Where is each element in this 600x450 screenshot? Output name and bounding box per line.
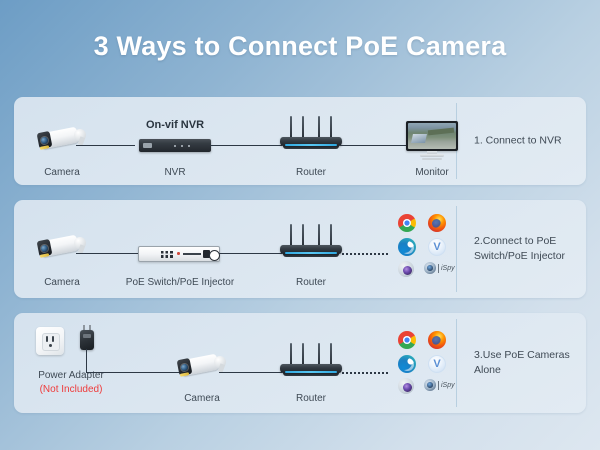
router-icon — [280, 116, 342, 150]
device-label-camera: Camera — [44, 167, 80, 178]
row-divider — [456, 319, 457, 407]
wire-poe-router — [219, 253, 282, 255]
vlc-icon[interactable]: V — [428, 355, 446, 373]
camera-viewer-icon[interactable] — [398, 378, 414, 394]
power-adapter-icon — [78, 325, 96, 351]
wire-adapter-down — [86, 349, 88, 373]
wire-camera-nvr — [76, 145, 135, 147]
firefox-icon[interactable] — [428, 214, 446, 232]
ispy-divider — [438, 380, 439, 390]
vlc-icon-letter: V — [428, 238, 446, 256]
ispy-eye-icon — [424, 379, 436, 391]
device-label-camera: Camera — [184, 393, 220, 404]
row-connect-to-poe-switch: Camera PoE Switch/PoE Injector Router V — [14, 200, 586, 298]
row-caption-1: 1. Connect to NVR — [474, 134, 562, 147]
ispy-divider — [438, 263, 439, 273]
edge-icon[interactable] — [398, 355, 416, 373]
page-title: 3 Ways to Connect PoE Camera — [93, 31, 507, 61]
chrome-icon[interactable] — [398, 331, 416, 349]
app-icons-group: V iSpy — [386, 210, 460, 280]
vlc-icon[interactable]: V — [428, 238, 446, 256]
device-label-monitor: Monitor — [415, 167, 449, 178]
camera-icon — [174, 349, 230, 383]
ispy-eye-icon — [424, 262, 436, 274]
device-label-router: Router — [295, 393, 327, 404]
wire-camera-router — [219, 372, 282, 374]
row-caption-2-line1: 2.Connect to PoE — [474, 234, 557, 247]
row-use-poe-cameras-alone: Power Adapter (Not Included) Camera Rout… — [14, 313, 586, 413]
device-label-camera: Camera — [44, 277, 80, 288]
camera-viewer-icon[interactable] — [398, 261, 414, 277]
wire-adapter-camera — [86, 372, 184, 374]
row-caption-2-line2: Switch/PoE Injector — [474, 250, 566, 262]
device-label-nvr: NVR — [164, 167, 186, 178]
row-caption-3-line1: 3.Use PoE Cameras — [474, 348, 570, 361]
row-caption-2: 2.Connect to PoE Switch/PoE Injector — [474, 234, 578, 264]
wall-outlet-icon — [36, 327, 64, 355]
device-note-not-included: (Not Included) — [39, 384, 103, 395]
wire-camera-poe — [76, 253, 138, 255]
row-connect-to-nvr: Camera On-vif NVR NVR Router Monitor 1. … — [14, 97, 586, 185]
vlc-icon-letter: V — [428, 355, 446, 373]
wire-router-apps — [342, 372, 388, 374]
monitor-icon — [406, 121, 458, 161]
firefox-icon[interactable] — [428, 331, 446, 349]
wire-router-apps — [342, 253, 388, 255]
row-caption-3-line2: Alone — [474, 364, 501, 376]
ispy-icon[interactable]: iSpy — [424, 262, 455, 274]
camera-icon — [34, 122, 90, 156]
ispy-label: iSpy — [441, 381, 455, 389]
row-divider — [456, 206, 457, 292]
ispy-label: iSpy — [441, 264, 455, 272]
device-label-power-adapter: Power Adapter — [38, 370, 104, 381]
wire-router-monitor — [340, 145, 406, 147]
ispy-icon[interactable]: iSpy — [424, 379, 455, 391]
chrome-icon[interactable] — [398, 214, 416, 232]
device-label-router: Router — [295, 277, 327, 288]
edge-icon[interactable] — [398, 238, 416, 256]
nvr-subtitle: On-vif NVR — [145, 119, 205, 131]
device-label-router: Router — [295, 167, 327, 178]
poe-switch-icon — [138, 246, 220, 262]
wire-nvr-router — [210, 145, 282, 147]
router-icon — [280, 343, 342, 377]
row-caption-3: 3.Use PoE Cameras Alone — [474, 348, 578, 378]
app-icons-group: V iSpy — [386, 327, 460, 397]
router-icon — [280, 224, 342, 258]
device-label-poe-switch: PoE Switch/PoE Injector — [125, 277, 235, 288]
camera-icon — [34, 230, 90, 264]
nvr-icon — [139, 139, 211, 152]
